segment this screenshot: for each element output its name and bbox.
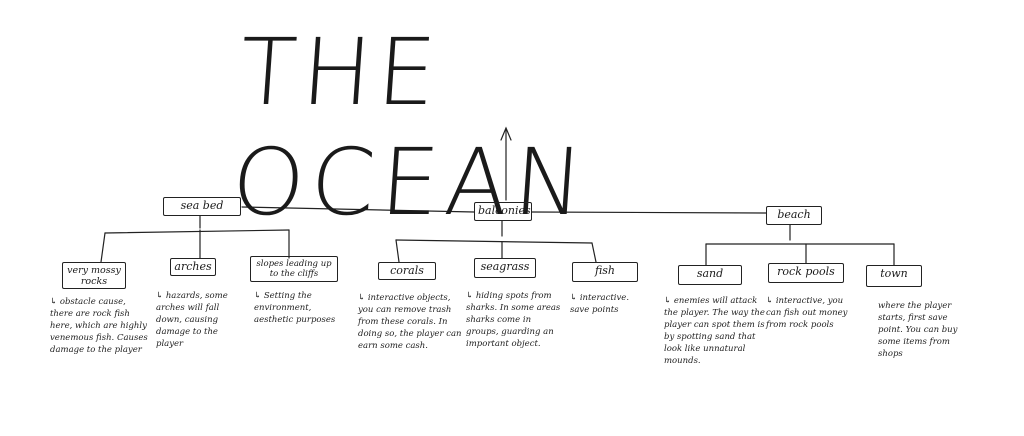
connector-main-left (241, 206, 475, 213)
note-corals: ↳ interactive objects, you can remove tr… (358, 293, 462, 351)
note-rock-pools: ↳ interactive, you can fish out money fr… (766, 296, 848, 330)
node-fish: fish (572, 262, 638, 282)
connector-balconies-bar (395, 239, 593, 244)
node-corals: corals (378, 262, 436, 280)
note-seagrass: ↳ hiding spots from sharks. In some area… (466, 291, 561, 349)
node-very-mossy-rocks: very mossy rocks (62, 262, 126, 289)
node-town: town (866, 265, 922, 287)
connector-main-right (531, 211, 767, 214)
connector-root-arrow (500, 126, 512, 141)
node-rock-pools: rock pools (768, 263, 844, 283)
note-slopes-to-cliffs: ↳ Setting the environment, aesthetic pur… (254, 291, 336, 325)
node-sand: sand (678, 265, 742, 285)
node-slopes-to-cliffs: slopes leading up to the cliffs (250, 256, 338, 282)
note-very-mossy-rocks: ↳ obstacle cause, there are rock fish he… (50, 297, 148, 355)
connector-balconies-3 (591, 242, 597, 263)
note-arches: ↳ hazards, some arches will fall down, c… (156, 291, 228, 349)
node-seagrass: seagrass (474, 258, 536, 278)
note-sand: ↳ enemies will attack the player. The wa… (664, 296, 765, 366)
node-sea-bed: sea bed (163, 197, 241, 216)
note-town: where the player starts, first save poin… (878, 301, 958, 359)
connector-seabed-bar (104, 229, 290, 234)
note-fish: ↳ interactive. save points (570, 293, 630, 315)
node-balconies: balconies (474, 202, 532, 221)
node-beach: beach (766, 206, 822, 225)
node-arches: arches (170, 258, 216, 276)
connector-balconies-1 (395, 239, 400, 263)
page-title: THE OCEAN (228, 19, 593, 236)
connector-seabed-1 (100, 232, 106, 263)
